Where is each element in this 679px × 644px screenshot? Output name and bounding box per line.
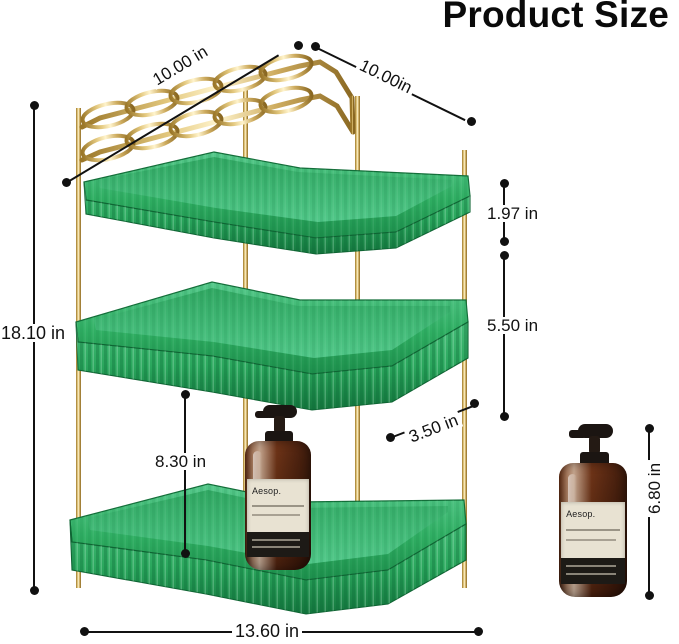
pump-spout <box>569 430 586 438</box>
tray-tier-1 <box>83 151 471 255</box>
wire-rack-rings <box>79 59 356 163</box>
bottle-collar <box>265 431 293 444</box>
dimension-label-tier-gap: 5.50 in <box>484 317 542 334</box>
pump-stem <box>589 436 600 454</box>
pump-stem <box>274 416 285 433</box>
page-title: Product Size <box>442 0 669 35</box>
pump-head <box>578 424 613 438</box>
pump-spout <box>255 411 271 418</box>
bottle-collar <box>580 452 609 466</box>
reference-bottle: Aesop. <box>557 424 629 597</box>
wire-rack-loops <box>80 53 314 163</box>
pump-head <box>263 405 297 418</box>
dimension-label-lower-clearance: 8.30 in <box>152 453 210 470</box>
dimension-label-bottle-height: 6.80 in <box>645 459 664 518</box>
bottle-on-shelf: Aesop. <box>243 405 313 570</box>
bottle-brand: Aesop. <box>566 509 596 520</box>
dimension-label-overall-height: 18.10 in <box>0 324 69 342</box>
dimension-label-overall-width: 13.60 in <box>232 622 303 640</box>
dimension-label-top-tier-wall: 1.97 in <box>484 205 542 222</box>
bottle-brand: Aesop. <box>251 486 282 497</box>
bottle-label: Aesop. <box>561 502 625 584</box>
tray-tier-2 <box>75 281 469 411</box>
bottle-label: Aesop. <box>247 479 309 557</box>
